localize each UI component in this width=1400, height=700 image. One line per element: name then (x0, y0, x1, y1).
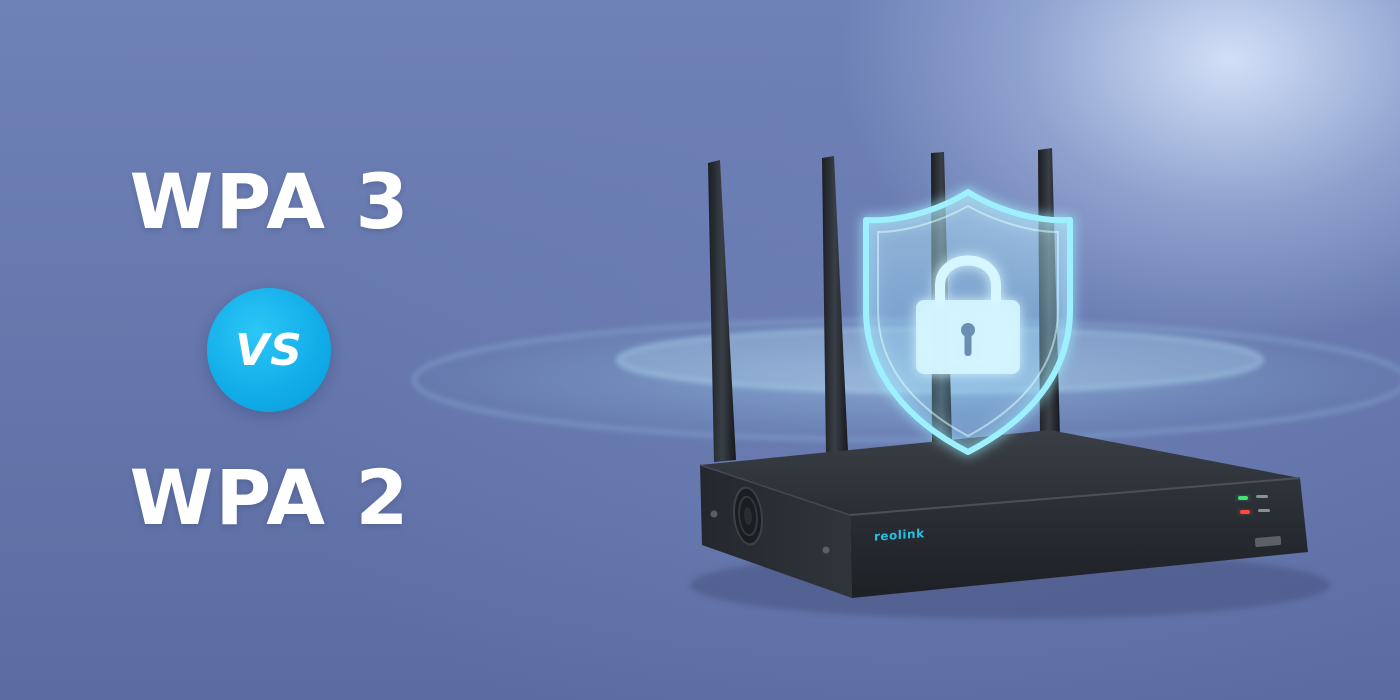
led-label-icon (1256, 495, 1268, 498)
padlock-icon (916, 255, 1020, 374)
screw-icon (822, 546, 830, 554)
led-label-icon (1258, 509, 1270, 512)
fan-vent-icon (733, 486, 763, 546)
usb-port-icon (1254, 536, 1282, 547)
headline-wpa3: WPA 3 (129, 157, 411, 246)
vs-badge: VS (207, 288, 331, 412)
antenna-1 (708, 160, 736, 462)
status-leds (1238, 495, 1270, 514)
screw-icon (710, 510, 718, 518)
headline-wpa2: WPA 2 (129, 453, 411, 542)
vs-label: VS (235, 324, 303, 376)
antenna-2 (822, 156, 848, 454)
led-red-icon (1240, 510, 1250, 514)
led-green-icon (1238, 496, 1248, 500)
